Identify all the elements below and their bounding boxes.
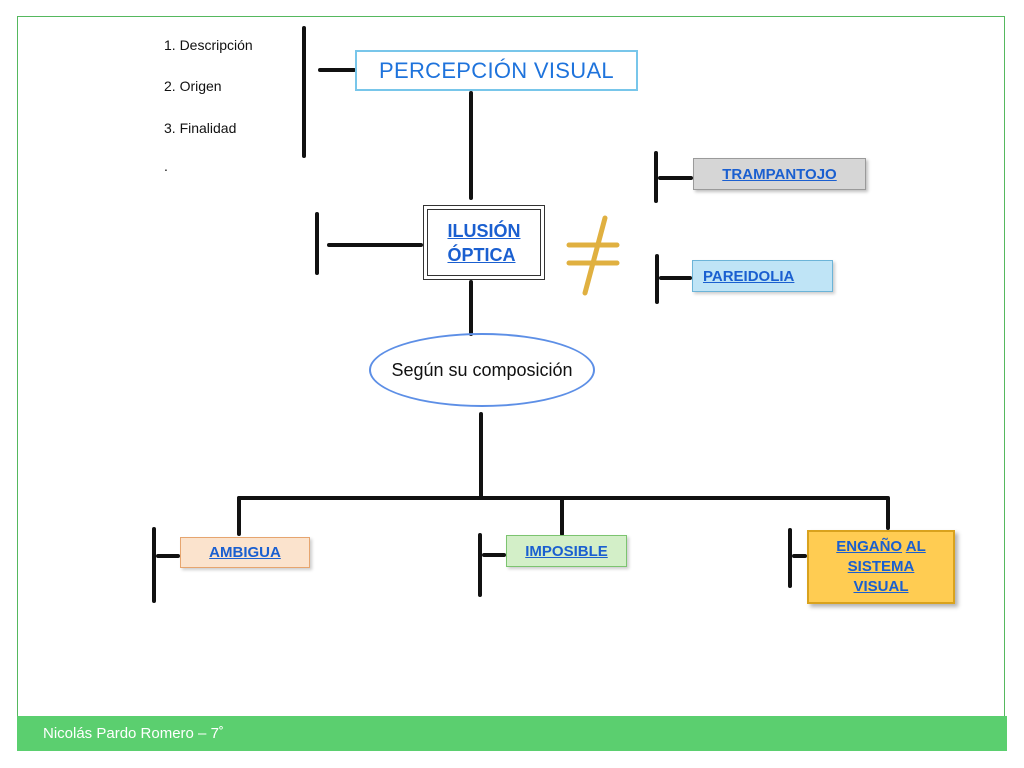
ilusion-optica-link-line2[interactable]: ÓPTICA	[447, 244, 516, 265]
bracket-vertical	[152, 527, 156, 603]
connector-line	[560, 496, 564, 536]
pareidolia-link[interactable]: PAREIDOLIA	[703, 267, 795, 285]
composicion-ellipse: Según su composición	[369, 333, 595, 407]
connector-line	[658, 176, 693, 180]
bracket-vertical	[655, 254, 659, 304]
bracket-vertical	[315, 212, 319, 275]
footer-bar: Nicolás Pardo Romero – 7˚	[17, 716, 1007, 751]
ambigua-box: AMBIGUA	[180, 537, 310, 568]
title-box: PERCEPCIÓN VISUAL	[355, 50, 638, 91]
sistema-link[interactable]: SISTEMA	[847, 558, 915, 575]
list-item-origen: 2. Origen	[164, 78, 222, 94]
connector-line	[482, 553, 506, 557]
connector-line	[237, 496, 241, 536]
bracket-vertical	[478, 533, 482, 597]
trampantojo-box: TRAMPANTOJO	[693, 158, 866, 190]
ambigua-link[interactable]: AMBIGUA	[209, 544, 281, 561]
connector-line	[469, 280, 473, 336]
connector-line	[792, 554, 807, 558]
connector-line	[886, 496, 890, 530]
bracket-vertical	[788, 528, 792, 588]
ilusion-optica-inner: ILUSIÓN ÓPTICA	[427, 209, 541, 276]
engano-link[interactable]: ENGAÑO	[836, 538, 903, 555]
imposible-link[interactable]: IMPOSIBLE	[525, 542, 608, 560]
ilusion-optica-box: ILUSIÓN ÓPTICA	[423, 205, 545, 280]
imposible-box: IMPOSIBLE	[506, 535, 627, 567]
list-item-finalidad: 3. Finalidad	[164, 120, 237, 136]
ilusion-optica-link-line1[interactable]: ILUSIÓN	[447, 220, 521, 241]
bracket-vertical	[302, 26, 306, 158]
engano-box: ENGAÑO AL SISTEMA VISUAL	[807, 530, 955, 604]
trampantojo-link[interactable]: TRAMPANTOJO	[722, 165, 837, 183]
bracket-vertical	[654, 151, 658, 203]
footer-author: Nicolás Pardo Romero – 7˚	[43, 725, 224, 742]
connector-line	[469, 91, 473, 200]
al-link[interactable]: AL	[905, 538, 926, 555]
connector-line	[479, 412, 483, 498]
list-item-descripcion: 1. Descripción	[164, 37, 253, 53]
connector-line	[318, 68, 356, 72]
connector-line	[327, 243, 423, 247]
title-text: PERCEPCIÓN VISUAL	[379, 57, 614, 83]
pareidolia-box: PAREIDOLIA	[692, 260, 833, 292]
not-equal-icon	[566, 215, 620, 296]
composicion-text: Según su composición	[391, 359, 573, 380]
list-item-dot: .	[164, 158, 168, 174]
connector-line	[659, 276, 692, 280]
visual-link[interactable]: VISUAL	[853, 578, 909, 595]
connector-line	[156, 554, 180, 558]
